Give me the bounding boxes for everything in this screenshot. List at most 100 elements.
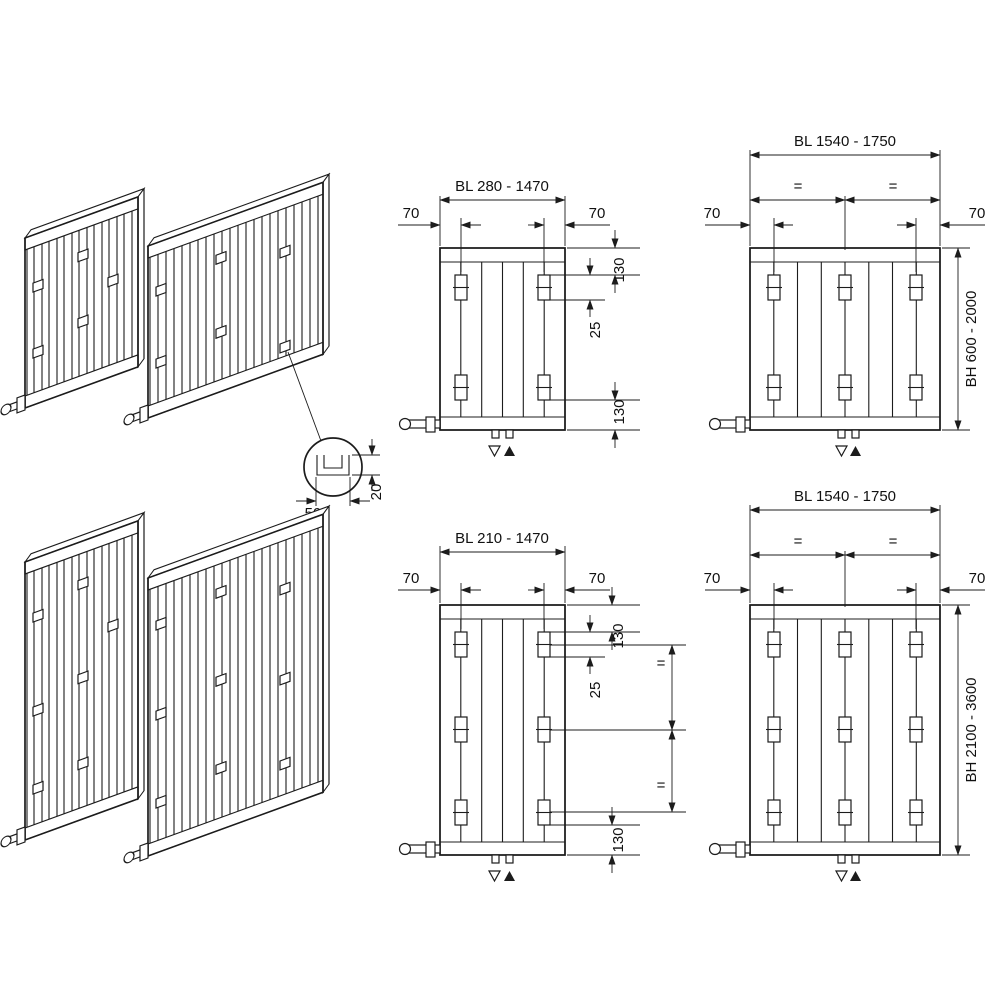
wall-bracket [907,799,925,826]
wall-bracket [452,374,470,401]
dimension-lines [398,196,640,448]
wall-bracket [452,716,470,743]
bottom-clearance-label: 130 [611,399,628,424]
left-offset-label: 70 [403,570,420,587]
iso-radiator-small-tall [0,511,146,852]
equal-spacing-label-lower: = [657,777,666,794]
callout-circle [303,437,363,497]
mounting-clip [279,581,291,596]
valve-fitting [398,416,441,433]
wall-bracket [836,274,854,301]
dimension-lines [705,150,985,431]
bracket-size-label: 25 [587,682,604,699]
valve-fitting [0,394,26,420]
bl-range-label: BL 1540 - 1750 [794,488,896,505]
valve-fitting [123,404,149,430]
wall-bracket [836,631,854,658]
iso-radiator-small-short [0,187,146,420]
mounting-clip [279,339,291,354]
bh-range-label: BH 600 - 2000 [963,291,980,388]
mounting-clip [215,584,227,599]
valve-fitting [398,841,441,858]
left-offset-label: 70 [403,205,420,222]
iso-view-short-radiators [0,172,331,430]
wall-bracket [765,716,783,743]
wall-bracket [765,631,783,658]
top-clearance-label: 130 [611,257,628,282]
bl-range-label: BL 1540 - 1750 [794,133,896,150]
equal-spacing-label-upper: = [657,655,666,672]
iso-radiator-large-short [123,172,331,430]
valve-inlet-icon [504,871,515,881]
wall-bracket [907,374,925,401]
wall-bracket [452,274,470,301]
bl-range-label: BL 280 - 1470 [455,178,549,195]
bottom-clearance-label: 130 [610,827,627,852]
mounting-clip [279,756,291,771]
valve-fitting [708,841,751,858]
iso-radiator-large-tall [123,504,331,868]
valve-outlet-icon [488,445,501,457]
mounting-clip [279,671,291,686]
left-offset-label: 70 [704,205,721,222]
equal-spacing-label-right: = [889,178,898,195]
front-view-short-narrow: BL 280 - 1470 70 70 130 25 130 [398,178,640,457]
dimension-lines [398,546,686,873]
right-offset-label: 70 [969,205,986,222]
connection-stub [837,429,846,439]
mounting-clip [215,672,227,687]
wall-bracket [452,799,470,826]
connection-stub [505,854,514,864]
front-view-tall-wide: BL 1540 - 1750 = = 70 70 BH 2100 - 3600 [704,488,986,882]
valve-outlet-icon [488,870,501,882]
front-view-tall-narrow: BL 210 - 1470 70 70 130 25 = = 130 [398,530,686,882]
bracket-profile-inner [323,455,343,469]
bracket-size-label: 25 [587,322,604,339]
wall-bracket [535,716,553,743]
right-offset-label: 70 [589,570,606,587]
connection-stub [491,429,500,439]
connection-stub [851,854,860,864]
top-clearance-label: 130 [610,623,627,648]
connection-stub [851,429,860,439]
wall-bracket [836,716,854,743]
valve-inlet-icon [850,871,861,881]
bh-range-label: BH 2100 - 3600 [963,677,980,782]
wall-bracket [535,799,553,826]
wall-bracket [907,274,925,301]
front-view-short-wide: BL 1540 - 1750 = = 70 70 BH 600 - 2000 [704,133,986,457]
bl-range-label: BL 210 - 1470 [455,530,549,547]
left-offset-label: 70 [704,570,721,587]
valve-fitting [123,842,149,868]
valve-outlet-icon [835,870,848,882]
mounting-clip [279,244,291,259]
valve-inlet-icon [504,446,515,456]
equal-spacing-label-left: = [794,533,803,550]
wall-bracket [907,716,925,743]
valve-outlet-icon [835,445,848,457]
equal-spacing-label-right: = [889,533,898,550]
valve-fitting [0,826,26,852]
bracket-profile-callout: 50 20 [287,351,385,522]
callout-leader-line [287,351,322,442]
right-offset-label: 70 [589,205,606,222]
wall-bracket [765,274,783,301]
equal-spacing-label-left: = [794,178,803,195]
valve-fitting [708,416,751,433]
mounting-clip [215,250,227,265]
mounting-clip [215,324,227,339]
wall-bracket [535,631,553,658]
wall-bracket [452,631,470,658]
wall-bracket [535,274,553,301]
valve-inlet-icon [850,446,861,456]
connection-stub [505,429,514,439]
iso-view-tall-radiators [0,504,331,868]
mounting-clip [215,760,227,775]
wall-bracket [836,799,854,826]
wall-bracket [535,374,553,401]
dimension-lines [705,505,985,856]
connection-stub [837,854,846,864]
right-offset-label: 70 [969,570,986,587]
